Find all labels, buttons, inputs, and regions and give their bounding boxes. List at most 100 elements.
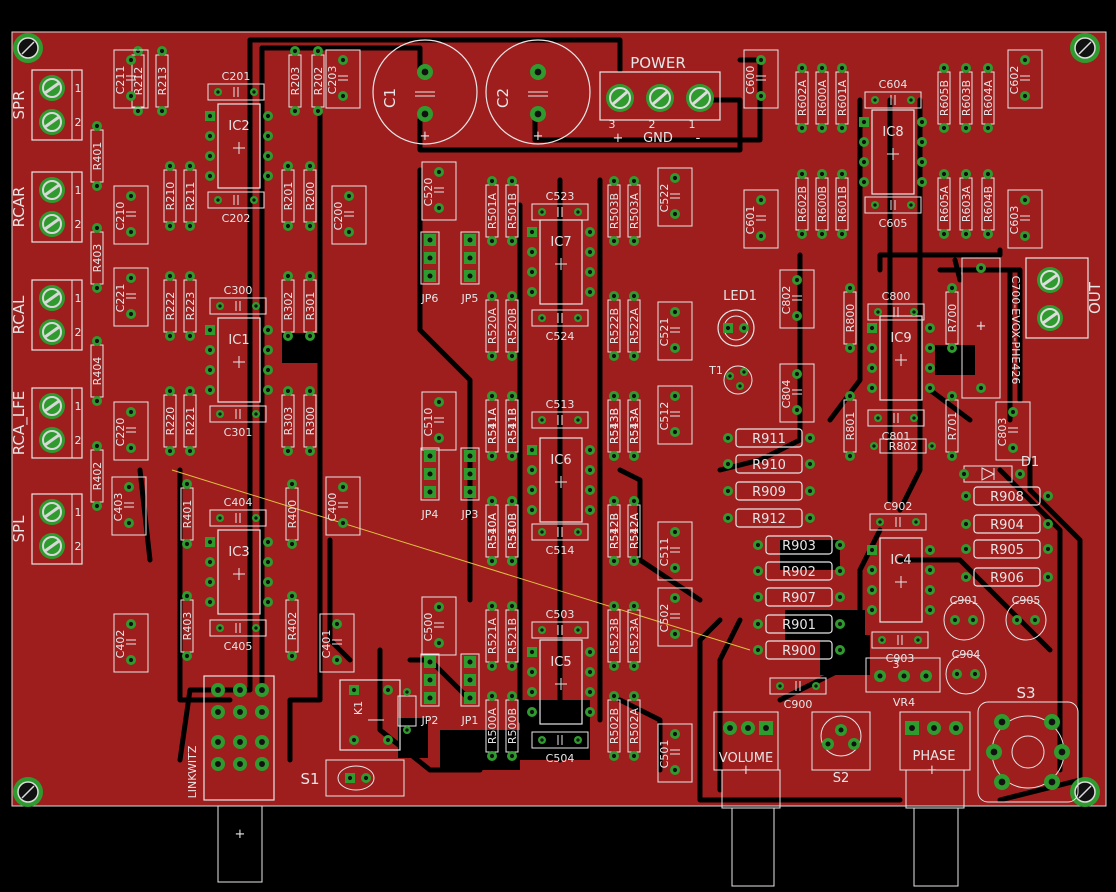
pad [925,545,935,555]
pad [252,514,260,522]
phase-pot[interactable]: +PHASE [899,711,971,887]
pad [835,540,845,550]
cap-label: C513 [546,398,575,411]
pad [983,169,993,179]
pad [487,291,497,301]
resistor-label: R210 [164,182,177,211]
resistor-label: R605A [938,185,951,222]
transistor-label: T1 [708,364,723,377]
connector-label: SPL [10,515,28,543]
cap-c801: C801 [867,409,925,443]
pad [970,669,980,679]
resistor-label: R601B [836,186,849,222]
cap-c2: +C2 [485,39,591,145]
pad [252,410,260,418]
resistor-label: R403 [181,612,194,641]
resistor-r223: R223 [183,271,197,341]
pad [670,173,680,183]
pad [313,46,323,56]
switch-s3[interactable]: S3 [977,684,1079,803]
mounting-hole [1070,33,1100,63]
resistor-label: R512B [608,513,621,549]
pad [216,302,224,310]
cap-c605: C605 [864,196,922,230]
pad [805,459,815,469]
resistor-r903: R903 [753,535,845,555]
resistor-label: R900 [782,644,816,659]
pad [848,738,860,750]
cap-c403: C403 [111,476,147,536]
pad [670,729,680,739]
pad [859,117,869,127]
resistor-label: R203 [289,67,302,96]
pad [507,496,517,506]
pad [961,63,971,73]
pad [726,372,734,380]
linkwitz-switch[interactable]: +LINKWITZ [186,675,275,883]
pad [165,161,175,171]
resistor-r906: R906 [961,567,1053,587]
relay-k1: K1 [339,679,417,751]
connector-label: SPR [10,91,28,120]
resistor-label: R522A [628,307,641,344]
ic-ic8: IC8 [859,109,927,195]
cap-label: C901 [950,594,979,607]
pad [424,270,436,282]
resistor-r912: R912 [723,508,815,528]
traces [137,37,1083,803]
pad [165,221,175,231]
pad [939,123,949,133]
resistor-label: R404 [91,357,104,386]
pad [344,227,354,237]
pad [867,585,877,595]
resistor-label: R500A [486,707,499,744]
resistor-label: R603A [960,185,973,222]
polarity-mark: + [420,129,431,144]
pad [255,757,269,771]
pad [464,252,476,264]
resistor-label: R801 [844,412,857,441]
resistor-label: R511B [506,408,519,444]
pad [507,451,517,461]
pad [313,106,323,116]
pad [92,441,102,451]
pad [205,385,215,395]
pad [776,682,784,690]
resistor-label: R510B [506,513,519,549]
pad [424,468,436,480]
pin-number: 1 [75,400,82,413]
resistor-label: R523B [608,618,621,654]
cap-label: C2 [494,88,512,108]
pad [1012,615,1022,625]
cap-label: C203 [326,66,339,95]
pad [723,459,733,469]
resistor-r301: R301 [303,271,317,341]
volume-pot[interactable]: +VOLUME [713,711,781,887]
switch-s1[interactable]: S1 [300,759,405,797]
pad [585,485,595,495]
cap-c404: C404 [209,496,267,527]
resistor-label: R403 [91,244,104,273]
pad [349,735,359,745]
pad [487,601,497,611]
jumper-jp2: JP2 [420,653,440,727]
pin-number: 1 [75,184,82,197]
pad [609,556,619,566]
connector-out: OUT [1025,257,1104,339]
resistor-label: R911 [752,432,786,447]
pad [917,117,927,127]
pad [530,106,546,122]
switch-s2[interactable]: S2 [811,711,871,786]
pad [867,545,877,555]
pad [585,227,595,237]
ic-label: IC6 [550,453,571,468]
pad [263,577,273,587]
jumper-label: JP6 [421,292,439,305]
cap-c700: +C700-EVOX-PHE426 [961,257,1022,399]
power-sign: - [696,131,701,146]
pad [917,157,927,167]
pad [434,602,444,612]
pad [507,291,517,301]
